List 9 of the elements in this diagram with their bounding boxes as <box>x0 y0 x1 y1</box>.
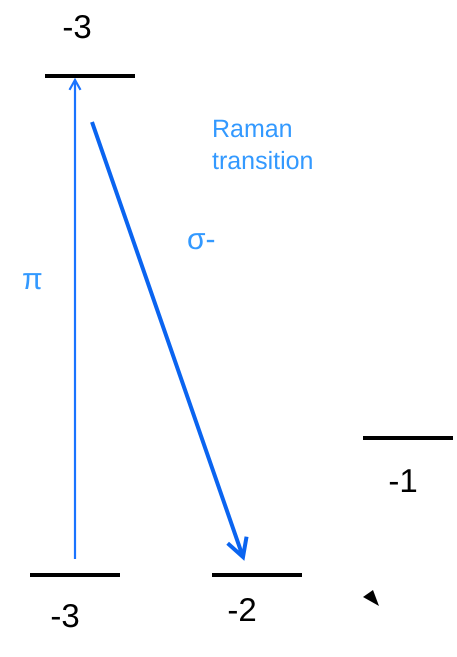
edge-label: σ- <box>187 222 216 258</box>
transition-arrow <box>68 78 82 559</box>
transition-arrow <box>90 121 249 559</box>
edge-label: π <box>22 262 43 298</box>
level-label: -1 <box>388 462 418 500</box>
level-label: -3 <box>62 8 92 46</box>
level-label: -2 <box>227 591 257 629</box>
annotation-text: Raman transition <box>212 114 314 177</box>
level-label: -3 <box>50 597 80 635</box>
